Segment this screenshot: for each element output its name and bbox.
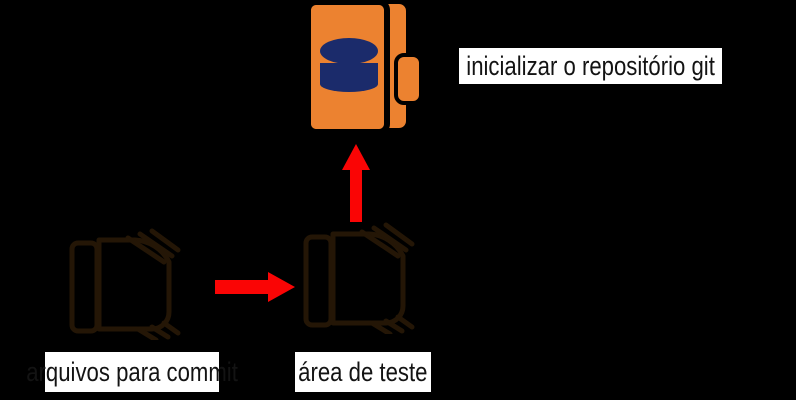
repository-label-text: inicializar o repositório git <box>466 50 715 81</box>
database-icon <box>320 38 378 92</box>
arrow-working-to-staging <box>215 272 295 302</box>
working-files-label-text: arquivos para commit <box>26 356 238 387</box>
git-repository-folder-icon <box>305 0 423 135</box>
working-files-icon <box>72 231 178 340</box>
staging-area-label: área de teste <box>295 352 431 392</box>
working-files-label: arquivos para commit <box>26 352 238 392</box>
arrow-staging-to-repository <box>342 144 370 222</box>
staging-area-label-text: área de teste <box>298 356 428 387</box>
repository-label: inicializar o repositório git <box>459 48 722 84</box>
staging-files-icon <box>306 225 412 334</box>
